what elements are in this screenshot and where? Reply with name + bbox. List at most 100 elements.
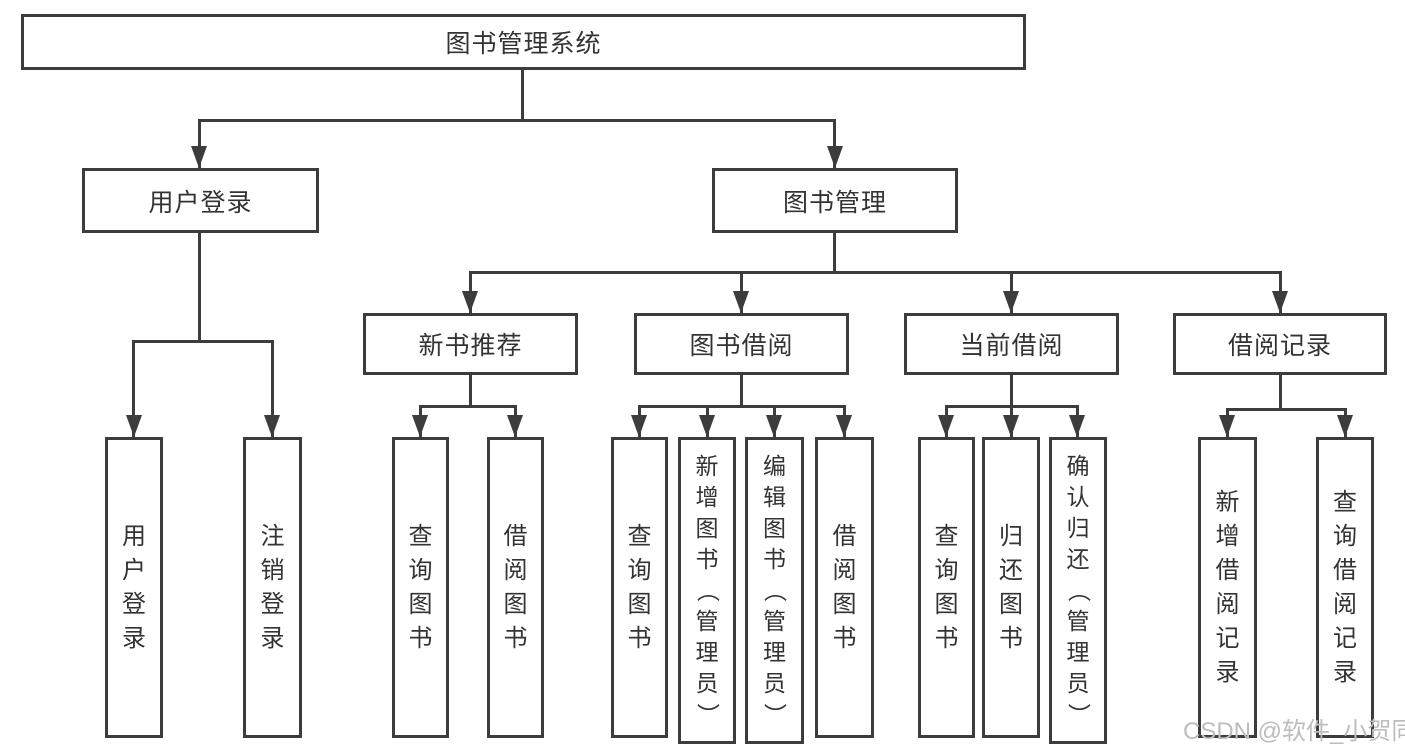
vertical-char: 辑 bbox=[763, 484, 786, 510]
vertical-char: 编 bbox=[763, 453, 786, 479]
node-leaf-logout: 注销登录 bbox=[243, 437, 302, 738]
vertical-char: 管 bbox=[1066, 608, 1090, 634]
vertical-char: 书 bbox=[503, 624, 528, 652]
node-leaf-borrow-query-books: 查询图书 bbox=[611, 437, 668, 738]
arrow-down-icon bbox=[1337, 415, 1353, 437]
vertical-char: 图 bbox=[934, 590, 959, 618]
vertical-char: 注 bbox=[260, 522, 285, 550]
vertical-char: 图 bbox=[627, 590, 652, 618]
connector-borrow-rail bbox=[638, 405, 846, 408]
arrow-down-icon bbox=[264, 415, 280, 437]
node-leaf-borrow-add-books-admin: 新增图书（管理员） bbox=[678, 437, 736, 744]
node-current-borrow: 当前借阅 bbox=[904, 313, 1119, 375]
vertical-char: 员 bbox=[1066, 670, 1090, 696]
vertical-char: 记 bbox=[1333, 624, 1357, 652]
vertical-char: 认 bbox=[1066, 484, 1090, 510]
vertical-char: 书 bbox=[832, 624, 857, 652]
arrow-down-icon bbox=[827, 146, 843, 168]
vertical-char: 图 bbox=[763, 515, 786, 541]
arrow-down-icon bbox=[1003, 415, 1019, 437]
vertical-char: 理 bbox=[695, 639, 719, 665]
vertical-char: （ bbox=[762, 579, 788, 602]
node-leaf-user-login: 用户登录 bbox=[105, 437, 163, 738]
node-leaf-borrow-edit-books-admin: 编辑图书（管理员） bbox=[745, 437, 804, 744]
arrow-down-icon bbox=[1219, 415, 1235, 437]
vertical-char: 借 bbox=[503, 522, 528, 550]
node-leaf-record-query: 查询借阅记录 bbox=[1316, 437, 1374, 738]
node-book-borrow: 图书借阅 bbox=[634, 313, 849, 375]
arrow-down-icon bbox=[766, 415, 782, 437]
vertical-char: 查 bbox=[1333, 488, 1357, 516]
vertical-char: 录 bbox=[260, 624, 285, 652]
arrow-down-icon bbox=[836, 415, 852, 437]
vertical-char: 录 bbox=[1215, 658, 1240, 686]
arrow-down-icon bbox=[733, 291, 749, 313]
vertical-char: 还 bbox=[999, 556, 1023, 584]
vertical-char: 登 bbox=[260, 590, 285, 618]
vertical-char: 询 bbox=[408, 556, 433, 584]
vertical-char: 阅 bbox=[1215, 590, 1240, 618]
vertical-char: 员 bbox=[763, 670, 786, 696]
arrow-down-icon bbox=[938, 415, 954, 437]
node-user-login: 用户登录 bbox=[82, 168, 319, 233]
arrow-down-icon bbox=[191, 146, 207, 168]
arrow-down-icon bbox=[412, 415, 428, 437]
vertical-char: 管 bbox=[695, 608, 719, 634]
vertical-char: 理 bbox=[763, 639, 786, 665]
vertical-char: （ bbox=[1065, 579, 1092, 602]
vertical-char: 询 bbox=[627, 556, 652, 584]
vertical-char: 书 bbox=[627, 624, 652, 652]
arrow-down-icon bbox=[462, 291, 478, 313]
vertical-char: ） bbox=[762, 703, 788, 726]
arrow-down-icon bbox=[1003, 291, 1019, 313]
vertical-char: 书 bbox=[999, 624, 1023, 652]
arrow-down-icon bbox=[631, 415, 647, 437]
node-leaf-record-add: 新增借阅记录 bbox=[1198, 437, 1257, 738]
connector-user-login-stem bbox=[198, 233, 201, 340]
connector-level1-rail bbox=[198, 119, 836, 122]
vertical-char: 阅 bbox=[832, 556, 857, 584]
vertical-char: 图 bbox=[408, 590, 433, 618]
vertical-char: 增 bbox=[1215, 522, 1240, 550]
connector-current-stem bbox=[1010, 375, 1013, 405]
csdn-watermark: CSDN @软件_小贺同学 bbox=[1183, 718, 1405, 745]
vertical-char: 图 bbox=[695, 515, 719, 541]
vertical-char: 户 bbox=[122, 556, 146, 584]
connector-book-mgmt-drop bbox=[833, 119, 836, 168]
vertical-char: 归 bbox=[999, 522, 1023, 550]
vertical-char: 员 bbox=[695, 670, 719, 696]
arrow-down-icon bbox=[1272, 291, 1288, 313]
node-leaf-current-return-books: 归还图书 bbox=[982, 437, 1040, 738]
connector-record-stem bbox=[1279, 375, 1282, 408]
vertical-char: 归 bbox=[1066, 515, 1090, 541]
vertical-char: 增 bbox=[695, 484, 719, 510]
vertical-char: 询 bbox=[934, 556, 959, 584]
vertical-char: 录 bbox=[122, 624, 146, 652]
node-leaf-current-confirm-return-admin: 确认归还（管理员） bbox=[1049, 437, 1107, 744]
connector-leaf-drop bbox=[271, 340, 274, 437]
vertical-char: 借 bbox=[1333, 556, 1357, 584]
vertical-char: 理 bbox=[1066, 639, 1090, 665]
vertical-char: 确 bbox=[1066, 453, 1090, 479]
node-leaf-recommend-borrow-books: 借阅图书 bbox=[487, 437, 544, 738]
arrow-down-icon bbox=[699, 415, 715, 437]
vertical-char: 查 bbox=[627, 522, 652, 550]
vertical-char: 书 bbox=[695, 546, 719, 572]
vertical-char: 查 bbox=[934, 522, 959, 550]
vertical-char: 书 bbox=[934, 624, 959, 652]
vertical-char: 书 bbox=[408, 624, 433, 652]
vertical-char: 录 bbox=[1333, 658, 1357, 686]
node-new-book-recommend: 新书推荐 bbox=[363, 313, 578, 375]
connector-recommend-rail bbox=[419, 405, 517, 408]
vertical-char: 新 bbox=[1215, 488, 1240, 516]
node-borrow-record: 借阅记录 bbox=[1173, 313, 1387, 375]
vertical-char: 借 bbox=[1215, 556, 1240, 584]
connector-user-login-drop bbox=[198, 119, 201, 168]
vertical-char: （ bbox=[694, 579, 721, 602]
vertical-char: ） bbox=[694, 703, 721, 726]
node-root: 图书管理系统 bbox=[21, 14, 1026, 70]
vertical-char: 管 bbox=[763, 608, 786, 634]
vertical-char: 还 bbox=[1066, 546, 1090, 572]
vertical-char: 记 bbox=[1215, 624, 1240, 652]
